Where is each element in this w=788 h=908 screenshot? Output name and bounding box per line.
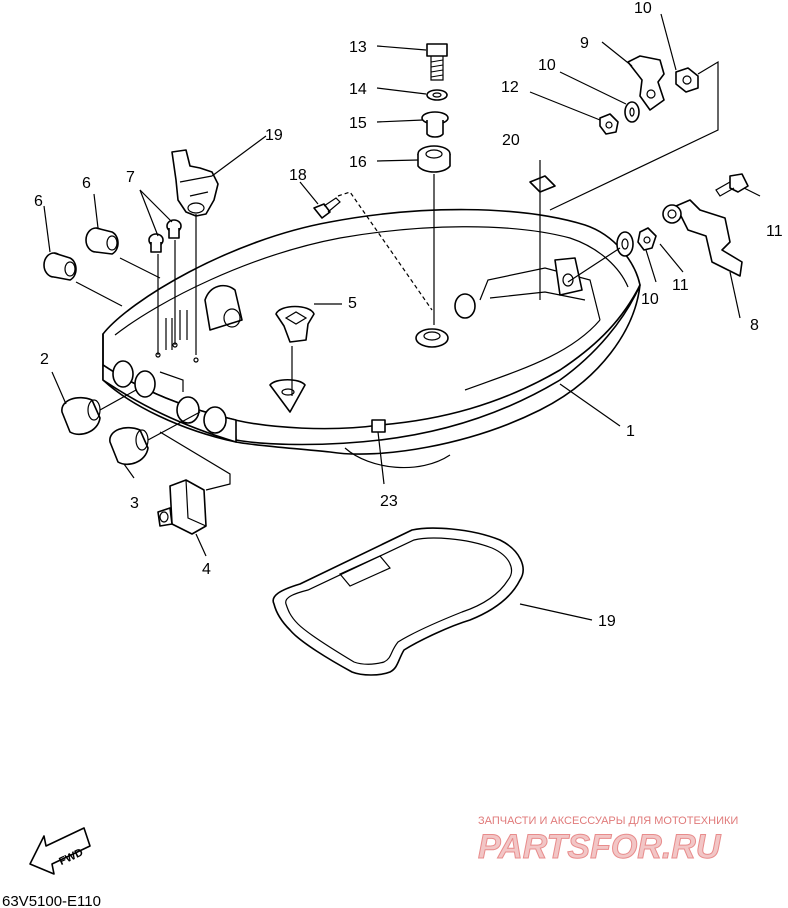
callout-10-right: 10 (641, 291, 659, 308)
bracket-8-icon (662, 199, 743, 277)
grommet-5-icon (275, 305, 315, 343)
callout-3: 3 (130, 495, 139, 512)
callout-15: 13 (349, 39, 367, 56)
grommet-6-upper-icon (85, 227, 119, 255)
callout-22: 20 (502, 132, 520, 149)
callout-6-upper: 6 (82, 175, 91, 192)
callout-1: 1 (626, 423, 635, 440)
callout-10-top: 10 (634, 0, 652, 17)
watermark: ЗАПЧАСТИ И АКСЕССУАРЫ ДЛЯ МОТОТЕХНИКИ PA… (478, 815, 739, 867)
callout-14: 12 (501, 79, 519, 96)
callout-5: 5 (348, 295, 357, 312)
callout-13: 11 (766, 223, 783, 240)
bolt-15-icon (426, 43, 448, 81)
watermark-tagline: ЗАПЧАСТИ И АКСЕССУАРЫ ДЛЯ МОТОТЕХНИКИ (478, 815, 738, 827)
nut-10-right-icon (616, 231, 634, 257)
callout-20: 18 (289, 167, 307, 184)
grommet-18-icon (417, 145, 451, 173)
fwd-arrow-icon: FWD (29, 827, 91, 875)
clip-21-icon (171, 149, 219, 217)
callout-17: 15 (349, 115, 367, 132)
callout-7: 7 (126, 169, 135, 186)
drawing-code: 63V5100-E110 (2, 893, 101, 908)
cap-2-icon (61, 396, 101, 436)
grommet-6-lower-icon (43, 252, 77, 281)
nut-10-top-icon (675, 67, 699, 93)
callout-23: 23 (380, 493, 398, 510)
nut-14-icon (599, 113, 619, 135)
callout-labels: 13 14 15 16 10 9 10 12 19 20 18 6 7 6 11… (34, 0, 783, 630)
cap-3-icon (109, 426, 149, 466)
bracket-9-icon (627, 55, 665, 111)
callout-8: 8 (750, 317, 759, 334)
callout-11: 11 (672, 277, 689, 294)
callout-19: 19 (598, 613, 616, 630)
washer-11-icon (637, 227, 657, 251)
callout-4: 4 (202, 561, 211, 578)
bolt-13-icon (715, 173, 749, 197)
callout-6-lower: 6 (34, 193, 43, 210)
callout-16: 14 (349, 81, 367, 98)
callout-21: 19 (265, 127, 283, 144)
screw-20-icon (313, 197, 341, 219)
label-22-icon (529, 175, 556, 193)
bottom-cowling (102, 208, 641, 469)
watermark-brand: PARTSFOR.RU (478, 828, 722, 866)
washer-12-icon (624, 101, 640, 123)
plug-7-icon (148, 219, 182, 253)
collar-17-icon (421, 111, 449, 138)
callout-12: 10 (538, 57, 556, 74)
washer-16-icon (426, 89, 448, 101)
callout-18: 16 (349, 154, 367, 171)
callout-2: 2 (40, 351, 49, 368)
leader-lines (43, 13, 761, 621)
grommet-4-icon (157, 479, 207, 535)
seal-19-icon (272, 527, 524, 676)
callout-9: 9 (580, 35, 589, 52)
